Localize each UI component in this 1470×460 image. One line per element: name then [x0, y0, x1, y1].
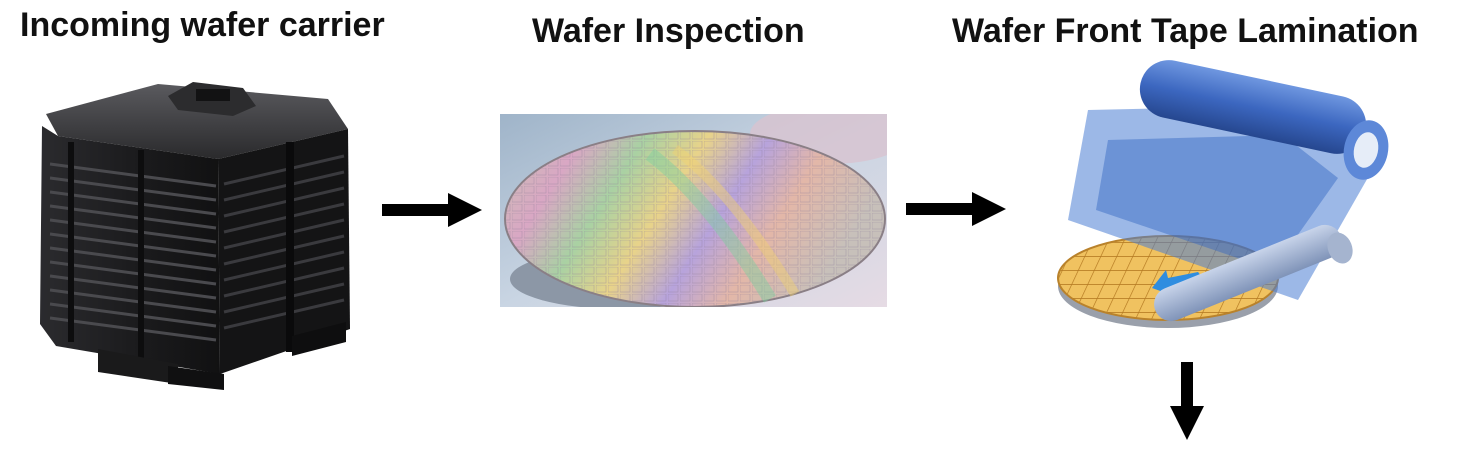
- wafer-carrier-icon: [40, 82, 350, 390]
- right-arrow-icon: [382, 193, 482, 227]
- step-title-wafer-inspection: Wafer Inspection: [532, 12, 805, 50]
- right-arrow-icon: [906, 192, 1006, 226]
- down-arrow-icon: [1170, 362, 1204, 440]
- tape-lamination-icon: [1057, 60, 1389, 328]
- step-title-wafer-front-tape-lamination: Wafer Front Tape Lamination: [952, 12, 1419, 50]
- silicon-wafer-icon: [500, 114, 887, 307]
- step-title-incoming-wafer-carrier: Incoming wafer carrier: [20, 6, 385, 44]
